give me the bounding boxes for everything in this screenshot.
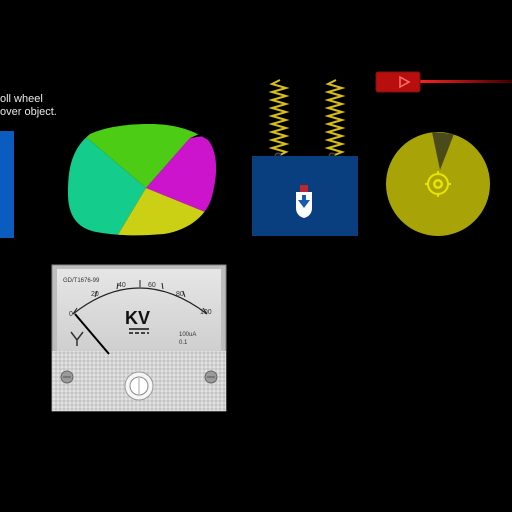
dc-symbol-icon — [129, 328, 149, 334]
meter-model-label: GD/T1676-99 — [63, 278, 100, 284]
coil-spring-icon-right — [324, 79, 346, 157]
instruction-text: oll wheel over object. — [0, 93, 57, 119]
down-arrow-shield-icon — [296, 185, 312, 218]
spring-box-object[interactable] — [250, 76, 360, 238]
meter-tick-label-20: 20 — [91, 291, 99, 298]
disc-shadow-wedge — [432, 132, 454, 170]
meter-tick-label-40: 40 — [118, 282, 126, 289]
blob-yellow-segment — [110, 188, 217, 236]
meter-tick-label-80: 80 — [176, 291, 184, 298]
instruction-line-2: over object. — [0, 106, 57, 118]
meter-unit-label: KV — [125, 308, 150, 328]
laser-play-icon — [399, 75, 411, 89]
blob-magenta-segment — [146, 128, 217, 214]
color-wheel-blob-object[interactable] — [60, 118, 224, 242]
target-reticle-icon — [425, 171, 451, 197]
meter-tick-label-0: 0 — [69, 311, 73, 318]
blob-green-segment — [68, 124, 217, 188]
coil-spring-icon-left — [268, 79, 290, 157]
meter-face — [57, 269, 221, 351]
meter-class-label: 0.1 — [179, 340, 188, 346]
analog-voltmeter[interactable]: GD/T1676-99 0 20 40 60 80 100 KV 100uA 0… — [51, 264, 227, 412]
meter-scale-ticks — [72, 280, 208, 315]
yellow-disc-object[interactable] — [384, 130, 492, 238]
blob-teal-segment — [68, 124, 146, 236]
meter-tick-label-100: 100 — [200, 309, 212, 316]
laser-beam — [420, 80, 512, 83]
laser-pointer-object[interactable] — [374, 70, 512, 94]
meter-scale-arc — [72, 287, 208, 315]
laser-pointer-icon — [375, 71, 421, 93]
instruction-line-1: oll wheel — [0, 93, 43, 105]
blue-bar-object[interactable] — [0, 131, 14, 238]
screw-icon-left — [60, 370, 74, 384]
meter-needle — [74, 313, 110, 355]
screw-icon-right — [204, 370, 218, 384]
meter-rating-label: 100uA — [179, 332, 196, 338]
meter-tick-label-60: 60 — [148, 282, 156, 289]
zero-adjust-knob[interactable] — [124, 371, 154, 401]
brand-logo-icon — [70, 331, 84, 346]
